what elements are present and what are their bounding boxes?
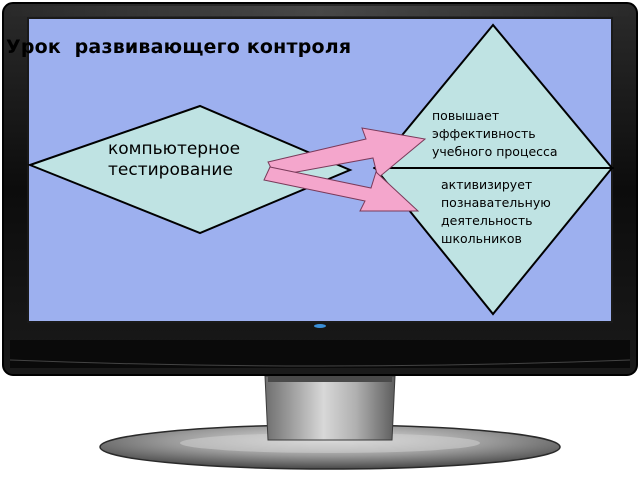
right-top-line: учебного процесса [432,144,558,159]
left-shape-label: компьютерное тестирование [108,139,308,181]
right-bottom-line: школьников [441,231,522,246]
right-bottom-line: активизирует [441,177,533,192]
slide-title: Урок развивающего контроля [6,36,352,58]
right-bottom-triangle [372,167,615,316]
left-shape-line: тестирование [108,160,233,180]
monitor-stand [99,375,561,470]
left-shape-line: компьютерное [108,139,241,159]
left-diamond [27,104,353,235]
arrow-down-right [263,166,420,212]
right-top-line: повышает [432,108,500,123]
right-bottom-line: познавательную [441,195,551,210]
right-top-label: повышает эффективность учебного процесса [432,107,607,161]
right-bottom-line: деятельность [441,213,533,228]
right-top-line: эффективность [432,126,536,141]
right-bottom-label: активизирует познавательную деятельность… [441,176,601,248]
